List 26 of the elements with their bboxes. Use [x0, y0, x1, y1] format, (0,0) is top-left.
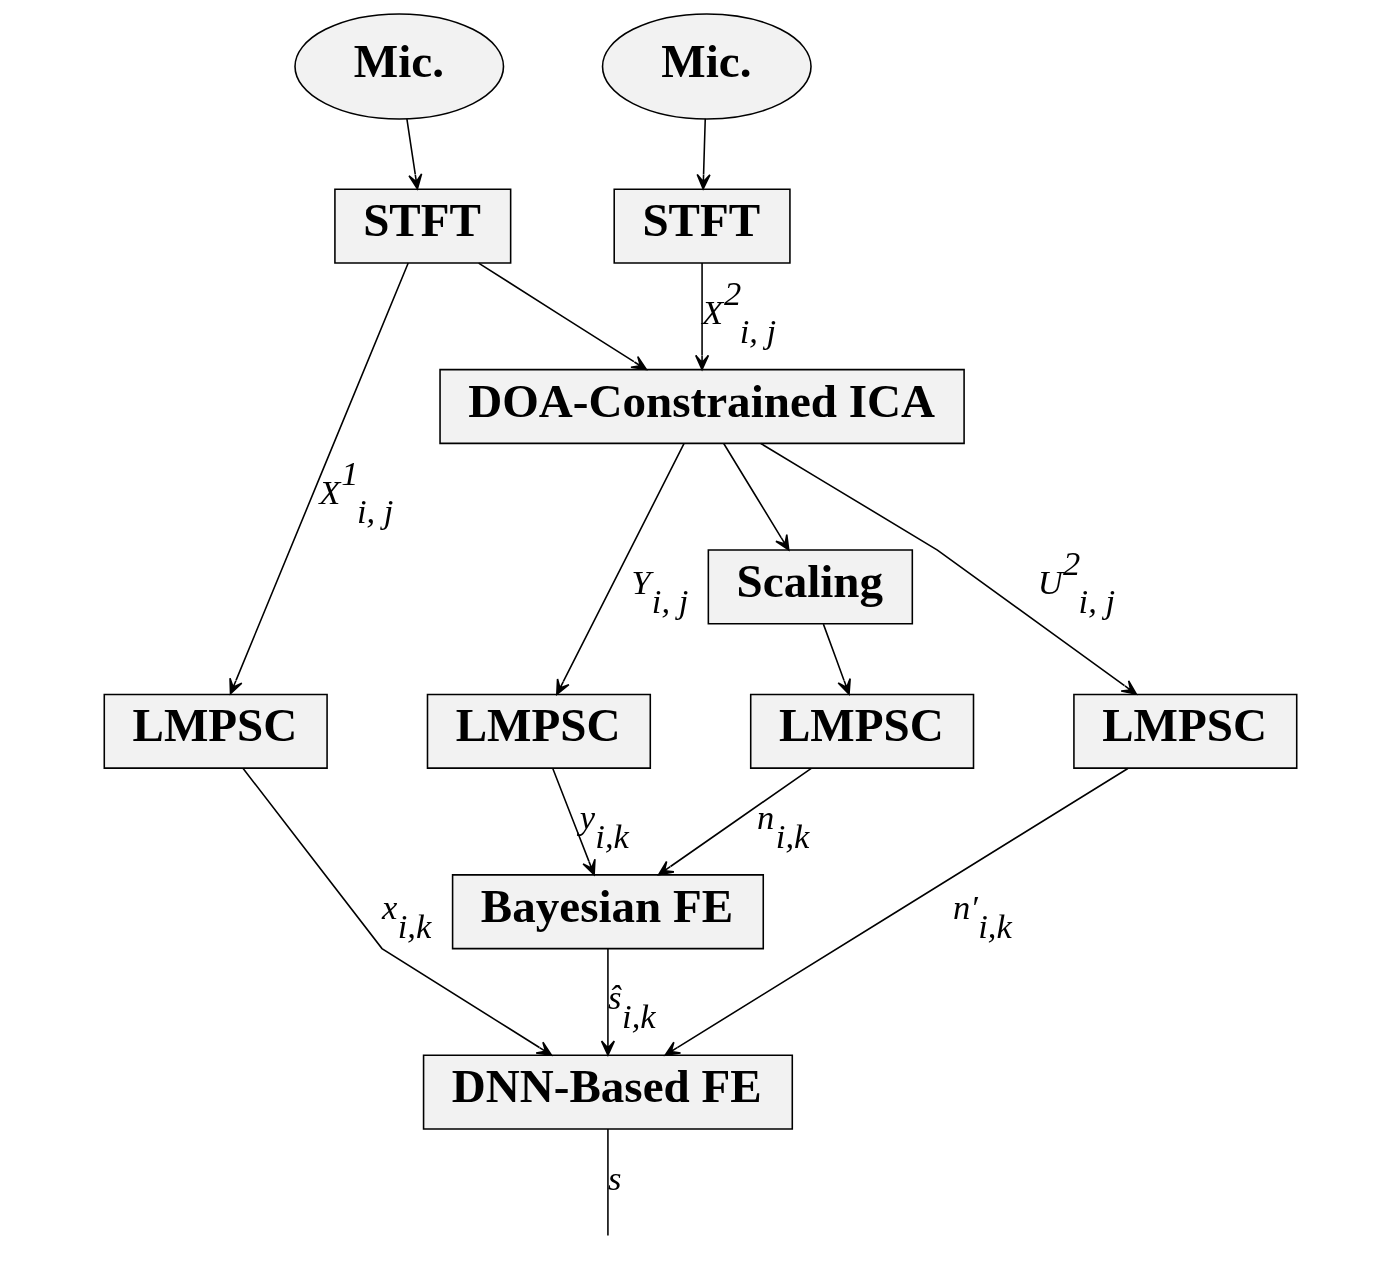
node-ellipse: Mic. — [293, 13, 504, 120]
arrow — [228, 262, 409, 695]
node-box: DNN-Based FE — [422, 1054, 793, 1130]
arrow — [405, 118, 422, 190]
arrow — [555, 442, 685, 696]
arrow — [241, 767, 552, 1056]
arrow — [663, 767, 1129, 1056]
arrow — [695, 118, 711, 190]
arrow — [551, 767, 596, 876]
node-ellipse: Mic. — [601, 13, 812, 120]
arrow — [822, 623, 851, 695]
arrow — [477, 262, 647, 371]
arrow — [759, 442, 1137, 695]
node-box: LMPSC — [426, 693, 651, 769]
arrow — [722, 442, 789, 551]
node-box: Scaling — [707, 549, 913, 625]
node-box: DOA-Constrained ICA — [438, 368, 965, 445]
node-box: STFT — [333, 188, 511, 264]
connector — [606, 1128, 609, 1237]
node-box: LMPSC — [103, 693, 328, 769]
arrow — [657, 767, 812, 876]
node-box: STFT — [612, 188, 791, 264]
node-box: LMPSC — [1072, 693, 1297, 769]
arrow — [694, 262, 709, 371]
node-box: Bayesian FE — [451, 874, 764, 950]
node-box: LMPSC — [749, 693, 974, 769]
